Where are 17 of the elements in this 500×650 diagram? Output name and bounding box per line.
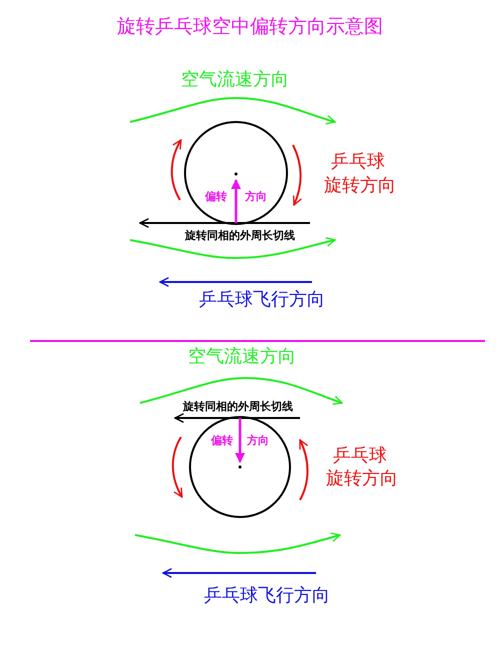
- deflection-label: 偏转: [211, 434, 233, 448]
- rotation-label: 旋转方向: [326, 469, 398, 489]
- deflection-label: 偏转: [205, 190, 227, 204]
- ball-circle: [184, 121, 288, 225]
- rotation-label: 乒乓球: [333, 446, 387, 466]
- flight-label: 乒乓球飞行方向: [204, 586, 330, 606]
- airflow-label: 空气流速方向: [181, 70, 289, 90]
- deflection-label: 方向: [247, 434, 269, 448]
- airflow-label: 空气流速方向: [188, 347, 296, 367]
- flight-label: 乒乓球飞行方向: [199, 290, 325, 310]
- ball-circle: [189, 416, 291, 518]
- tangent-label: 旋转同相的外周长切线: [183, 400, 293, 414]
- rotation-label: 旋转方向: [324, 176, 396, 196]
- rotation-label: 乒乓球: [331, 152, 385, 172]
- deflection-label: 方向: [245, 190, 267, 204]
- diagram-title: 旋转乒乓球空中偏转方向示意图: [117, 16, 383, 38]
- tangent-label: 旋转同相的外周长切线: [185, 230, 295, 242]
